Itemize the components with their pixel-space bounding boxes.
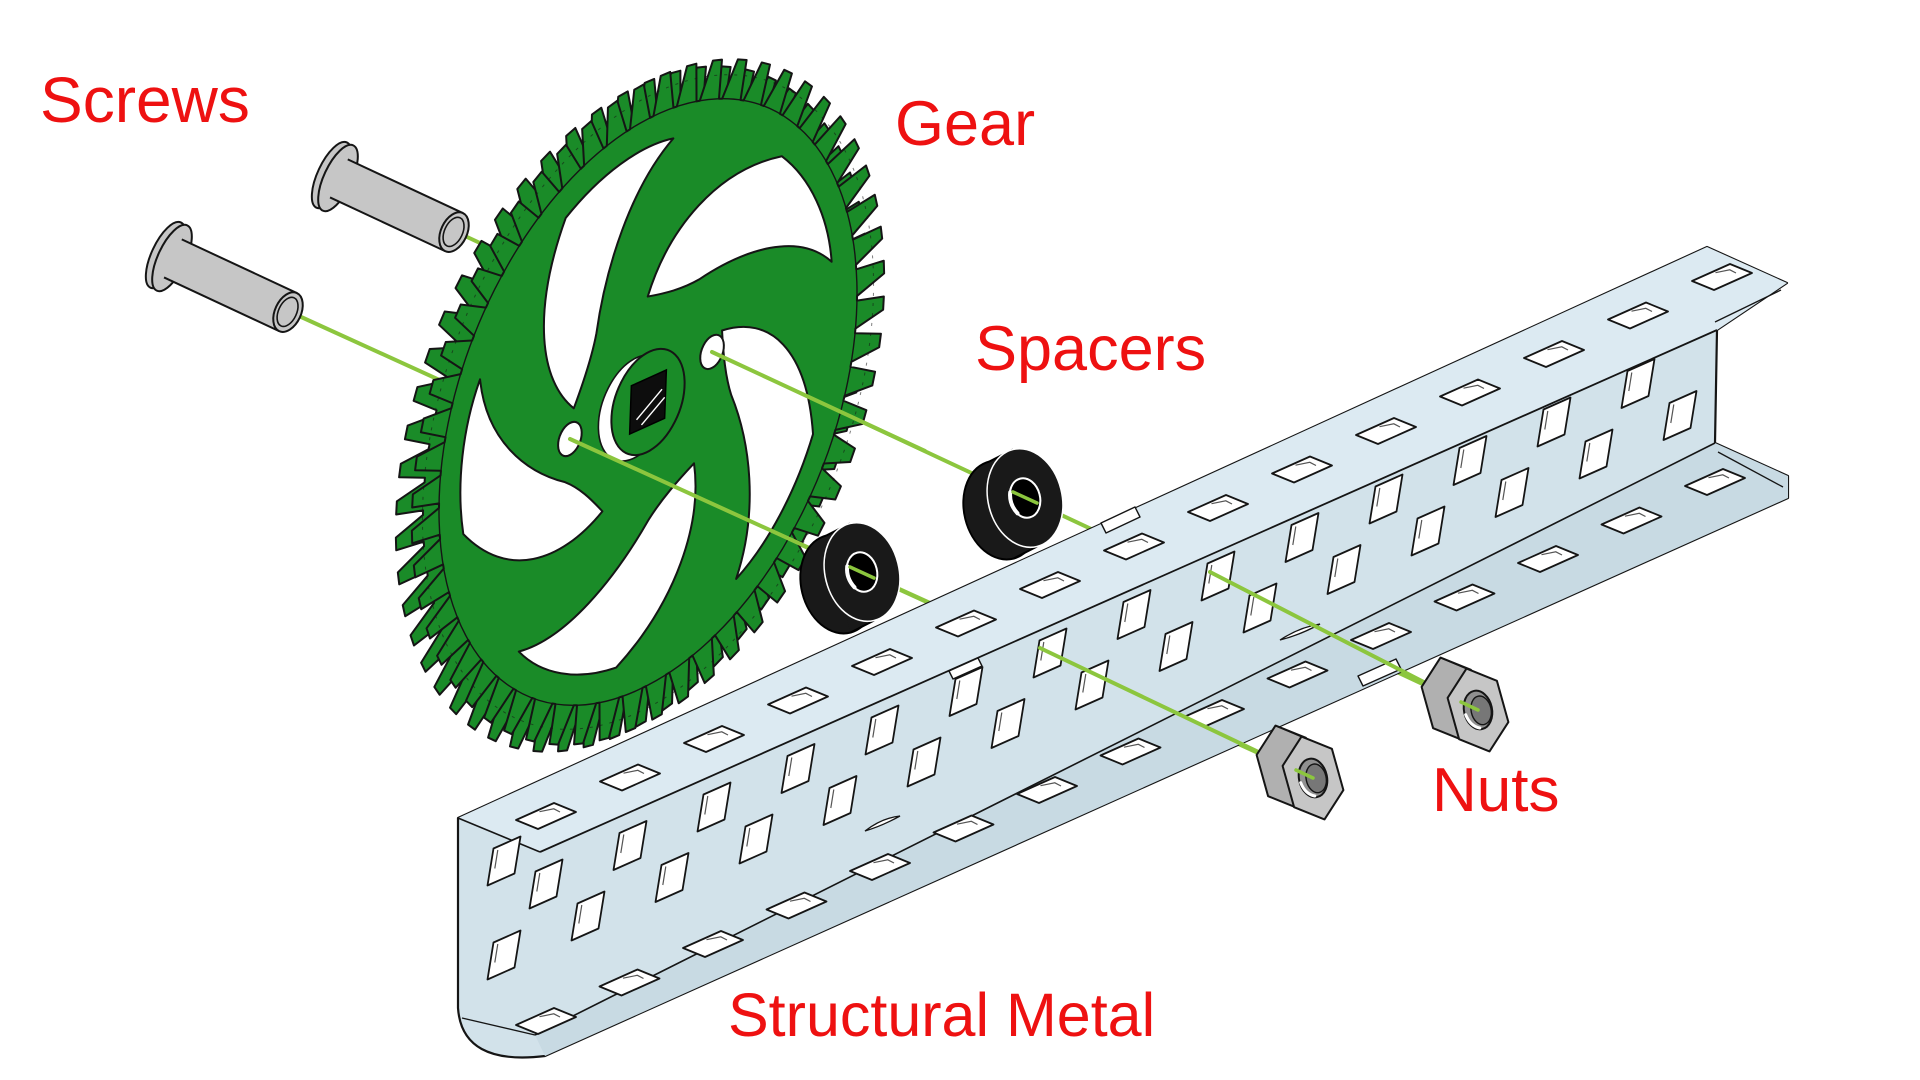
structural-metal-part [456,245,1790,1059]
structural-metal-label: Structural Metal [728,981,1156,1049]
nuts-label: Nuts [1432,756,1560,825]
screws-label: Screws [40,64,250,136]
gear-label: Gear [895,89,1036,159]
axis-in-spacer-holes [848,490,1039,580]
spacers-label: Spacers [975,314,1207,384]
gear-part [387,0,893,859]
screw-part [144,220,304,333]
screw-part [310,140,470,253]
axis-in-nut-holes [1294,700,1480,780]
